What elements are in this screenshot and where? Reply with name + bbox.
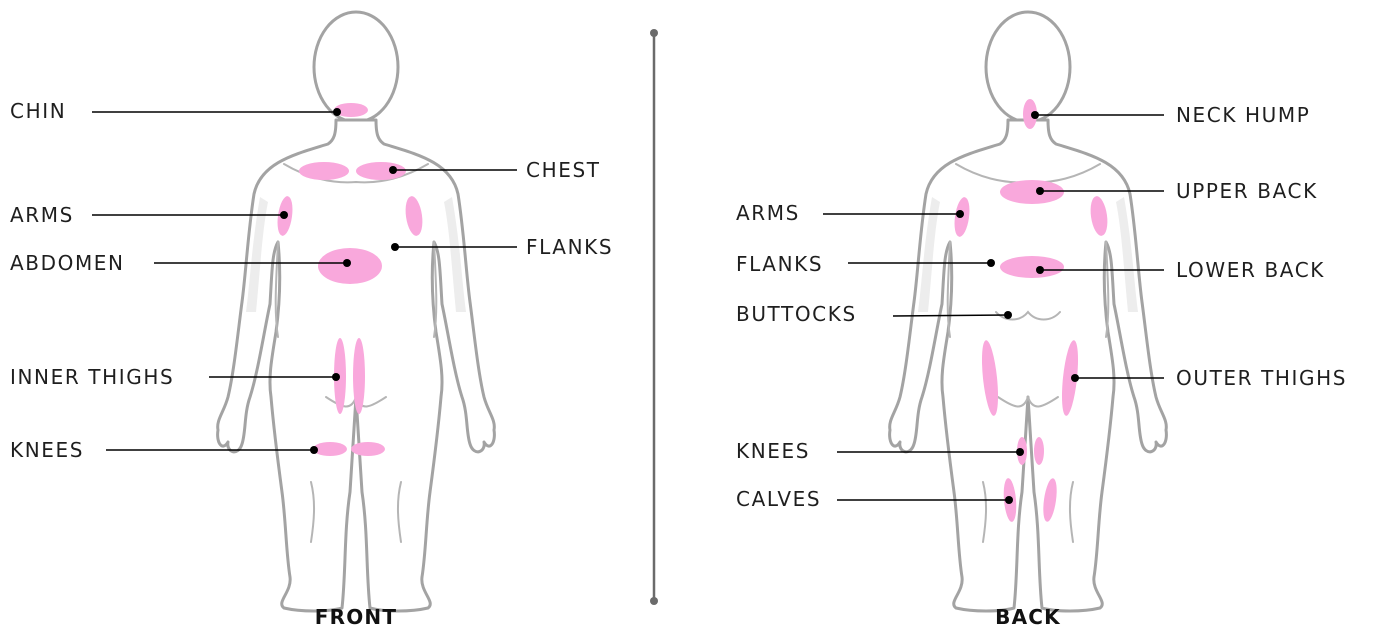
label-neck-hump: NECK HUMP [1176,103,1310,127]
label-arms-front: ARMS [10,203,74,227]
label-arms-back: ARMS [736,201,800,225]
label-flanks-back: FLANKS [736,252,823,276]
label-inner-thighs: INNER THIGHS [10,365,174,389]
zone-inner-thigh-right[interactable] [353,338,365,414]
label-knees-back: KNEES [736,439,810,463]
zone-knee-right[interactable] [351,442,385,456]
label-calves: CALVES [736,487,821,511]
label-abdomen: ABDOMEN [10,251,125,275]
label-buttocks: BUTTOCKS [736,302,857,326]
back-figure: NECK HUMP UPPER BACK ARMS FLANKS LOWER B… [736,12,1347,629]
label-flanks-front: FLANKS [526,235,613,259]
label-chin: CHIN [10,99,66,123]
zone-knee-left[interactable] [313,442,347,456]
label-chest: CHEST [526,158,601,182]
label-upper-back: UPPER BACK [1176,179,1318,203]
zone-lower-back[interactable] [1000,256,1064,278]
zone-chest-left[interactable] [299,162,349,180]
zone-chest-right[interactable] [356,162,406,180]
label-lower-back: LOWER BACK [1176,258,1325,282]
front-caption: FRONT [315,605,397,629]
label-knees-front: KNEES [10,438,84,462]
divider [650,29,658,605]
zone-knee-right-back[interactable] [1034,437,1044,465]
front-figure: CHIN CHEST ARMS FLANKS ABDOMEN INNER THI… [10,12,613,629]
zone-upper-back[interactable] [1000,180,1064,204]
zone-abdomen[interactable] [318,248,382,284]
back-caption: BACK [995,605,1061,629]
label-outer-thighs: OUTER THIGHS [1176,366,1347,390]
